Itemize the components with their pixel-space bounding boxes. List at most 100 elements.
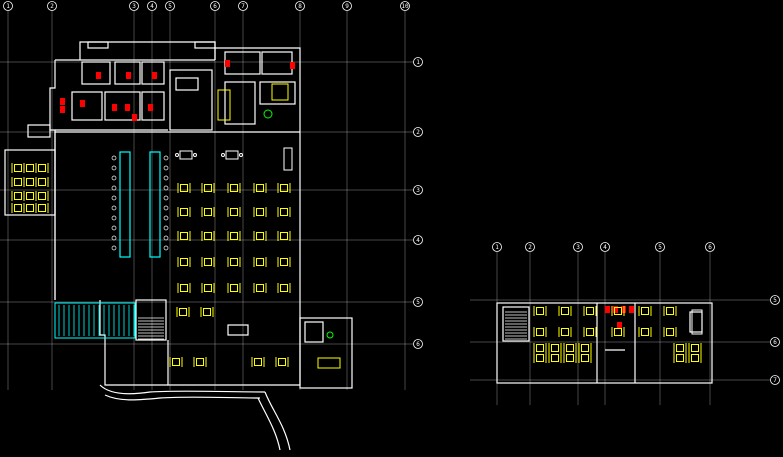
grid-column-axis-label: 2	[50, 3, 54, 10]
chair	[193, 153, 197, 157]
table-top	[14, 164, 22, 172]
grid-row-axis-label: 3	[416, 187, 420, 194]
annex-grid-column-axis-bubble	[600, 242, 610, 252]
grid-row-axis-bubble	[413, 57, 423, 67]
stool	[163, 165, 169, 171]
kitchen-yellow-unit	[217, 89, 231, 121]
top-vent-right	[194, 41, 216, 49]
table-top	[14, 192, 22, 200]
dining-table-set	[177, 231, 191, 241]
stool	[111, 165, 117, 171]
fixture-icon	[290, 62, 295, 69]
dining-table-set	[673, 353, 687, 363]
table-top	[536, 344, 544, 352]
dining-table-set	[176, 307, 190, 317]
stool	[111, 195, 117, 201]
toilet-room-2	[114, 61, 141, 85]
stool	[163, 215, 169, 221]
stool	[163, 155, 169, 161]
grid-column-axis-label: 5	[168, 3, 172, 10]
table-top	[203, 308, 211, 316]
toilet-room-5	[104, 91, 141, 121]
dining-table-set	[583, 327, 597, 337]
table-top	[666, 328, 674, 336]
annex-stair-treads	[505, 311, 527, 340]
dining-table-set	[251, 357, 265, 367]
dining-table-set	[35, 191, 49, 201]
table-top	[691, 354, 699, 362]
table-top	[536, 328, 544, 336]
dining-table-set	[275, 357, 289, 367]
stool	[111, 185, 117, 191]
grid-column-axis-bubble	[342, 1, 352, 11]
dining-table-set	[277, 231, 291, 241]
dining-table-set	[533, 343, 547, 353]
dining-table-set	[35, 203, 49, 213]
dining-table-set	[253, 183, 267, 193]
dining-table-set	[611, 327, 625, 337]
table-top	[278, 358, 286, 366]
dining-table-set	[558, 306, 572, 316]
dining-table-set	[201, 183, 215, 193]
table-top	[551, 344, 559, 352]
grid-row-axis-label: 1	[416, 59, 420, 66]
grid-row-axis-label: 6	[416, 341, 420, 348]
table-top	[180, 184, 188, 192]
dining-table-set	[533, 306, 547, 316]
stool	[163, 235, 169, 241]
table-top	[581, 344, 589, 352]
stool	[111, 245, 117, 251]
grid-column-axis-bubble	[165, 1, 175, 11]
stool	[111, 235, 117, 241]
dining-table-set	[578, 343, 592, 353]
table-top	[38, 164, 46, 172]
annex-grid-row-axis-label: 7	[773, 377, 777, 384]
grid-column-axis-bubble	[47, 1, 57, 11]
dining-table-set	[201, 283, 215, 293]
table-top	[614, 328, 622, 336]
table-top	[172, 358, 180, 366]
table-top	[256, 232, 264, 240]
grid-row-axis-label: 4	[416, 237, 420, 244]
table-top	[180, 232, 188, 240]
grid-row-axis-bubble	[413, 185, 423, 195]
grid-column-axis-bubble	[400, 1, 410, 11]
annex-grid-column-axis-bubble	[705, 242, 715, 252]
road-curve-1	[264, 391, 291, 451]
grid-column-axis-label: 10	[401, 3, 409, 10]
grid-column-axis-bubble	[295, 1, 305, 11]
table-top	[225, 150, 239, 160]
annex-grid-row-axis-bubble	[770, 295, 780, 305]
dining-table-set	[578, 353, 592, 363]
storage-yellow-unit	[271, 83, 289, 101]
table-top	[586, 328, 594, 336]
annex-stair-block	[502, 306, 530, 342]
plant-icon	[263, 109, 273, 119]
dining-table-set	[177, 283, 191, 293]
chair	[239, 153, 243, 157]
dining-table-set	[548, 353, 562, 363]
grid-column-axis-label: 6	[213, 3, 217, 10]
table-top	[254, 358, 262, 366]
annex-meeting-table	[689, 311, 703, 333]
dining-table-set	[227, 231, 241, 241]
table-top	[230, 258, 238, 266]
grid-column-axis-bubble	[147, 1, 157, 11]
table-top	[26, 204, 34, 212]
dining-table-set	[688, 343, 702, 353]
table-top	[230, 232, 238, 240]
annex-grid-row-axis-bubble	[770, 375, 780, 385]
sanitary-fixtures	[60, 60, 634, 329]
dining-table-set	[533, 353, 547, 363]
table-top	[551, 354, 559, 362]
service-wall	[214, 47, 301, 132]
table-top	[614, 307, 622, 315]
dining-table-set	[563, 353, 577, 363]
ramp-treads	[58, 305, 135, 336]
annex-grid-column-axis-label: 3	[576, 244, 580, 251]
fixture-icon	[80, 100, 85, 107]
table-top	[230, 208, 238, 216]
plant-icon	[326, 331, 334, 339]
